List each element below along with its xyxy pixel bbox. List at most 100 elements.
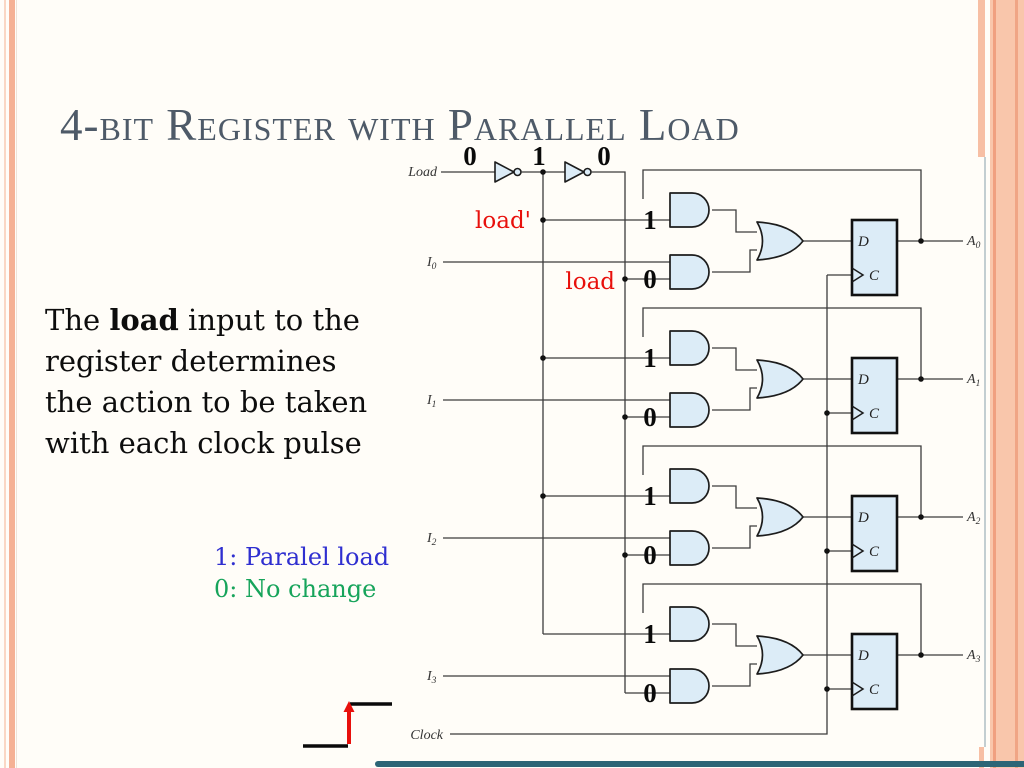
or-gate [756,221,804,261]
body-line3: the action to be taken [45,385,368,419]
junction-dot [824,686,830,692]
load-input-label: Load [407,165,438,180]
load-input-section: Load 0 1 0 load' load [407,141,626,693]
clock-wedge-icon [851,405,865,421]
wire [712,347,757,371]
body-text: The load input to the register determine… [45,300,425,464]
legend: 1: Paralel load 0: No change [214,541,389,605]
register-stage-1: 1 0 I1 A1 D C [426,307,980,435]
wire [712,209,757,233]
ff-d-label: D [857,372,869,388]
legend-parallel-load: 1: Paralel load [214,543,390,571]
junction-dot [622,552,628,558]
inverter-2-bubble-icon [583,167,592,177]
register-stage-0: 1 0 I0 A0 D C [426,169,981,297]
left-border-hairline [16,0,17,768]
feedback-wire [642,583,922,655]
junction-dot [824,410,830,416]
and-gate-hold [669,330,710,366]
body-line1-post: input to the [178,303,360,337]
output-label-a3: A3 [966,648,981,665]
input-label-i3: I3 [426,669,437,686]
or-gate [756,635,804,675]
select-value-one: 1 [643,343,657,373]
feedback-wire [642,169,922,241]
legend-no-change: 0: No change [214,575,377,603]
clock-section: Clock [410,275,830,743]
right-border-gray-line [984,157,986,747]
right-border-band-line2 [1015,0,1018,768]
body-line4: with each clock pulse [45,426,362,460]
right-border-band-line1 [993,0,996,768]
junction-dot [540,169,546,175]
left-border-salmon-stripe [9,0,15,768]
select-value-zero: 0 [643,402,657,432]
inverter-1-icon [494,161,515,183]
slide-title: 4-bit Register with Parallel Load [60,100,740,150]
wire [712,525,757,549]
junction-dot [918,376,924,382]
load-value-after-inv1: 1 [532,141,546,171]
junction-dot [540,217,546,223]
input-label-i0: I0 [426,255,437,272]
select-value-zero: 0 [643,678,657,708]
output-label-a2: A2 [966,510,981,527]
inverter-2-icon [564,161,585,183]
select-value-zero: 0 [643,540,657,570]
output-label-a1: A1 [966,372,980,389]
ff-c-label: C [869,406,880,422]
bottom-accent-bar [375,761,1024,767]
clock-edge-symbol [303,701,392,748]
d-flipflop [850,218,899,297]
and-gate-load [669,392,710,428]
select-value-zero: 0 [643,264,657,294]
clock-label: Clock [410,728,443,743]
wire [712,623,757,647]
right-border-top-stripe [978,0,985,157]
left-border-thin-stripe [4,0,6,768]
clock-wire [450,275,828,735]
input-label-i1: I1 [426,393,436,410]
feedback-wire [642,445,922,517]
and-gate-hold [669,468,710,504]
junction-dot [918,514,924,520]
right-border-bottom-stripe [979,747,984,768]
wire [712,249,757,273]
junction-dot [918,652,924,658]
input-label-i2: I2 [426,531,437,548]
junction-dot [540,355,546,361]
and-gate-load [669,530,710,566]
body-line1-bold: load [109,303,179,337]
or-gate [756,359,804,399]
load-value-after-inv2: 0 [597,141,611,171]
junction-dot [824,548,830,554]
wire [712,387,757,411]
ff-d-label: D [857,510,869,526]
clock-wedge-icon [851,543,865,559]
select-value-one: 1 [643,481,657,511]
rising-edge-arrowhead-icon [343,701,355,712]
ff-c-label: C [869,268,880,284]
d-flipflop [850,494,899,573]
junction-dot [918,238,924,244]
register-stage-2: 1 0 I2 A2 D C [426,445,981,573]
load-wire-vertical [591,171,626,693]
body-line2: register determines [45,344,337,378]
ff-d-label: D [857,234,869,250]
d-flipflop [850,632,899,711]
clock-wedge-icon [851,681,865,697]
and-gate-load [669,254,710,290]
ff-d-label: D [857,648,869,664]
clock-wedge-icon [851,267,865,283]
load-value-before: 0 [463,141,477,171]
and-gate-hold [669,606,710,642]
ff-c-label: C [869,544,880,560]
inverter-1-bubble-icon [513,167,522,177]
register-stage-3: 1 0 I3 A3 D C [426,583,981,711]
output-label-a0: A0 [966,234,981,251]
body-line1-pre: The [45,303,110,337]
and-gate-hold [669,192,710,228]
feedback-wire [642,307,922,379]
wire [712,485,757,509]
